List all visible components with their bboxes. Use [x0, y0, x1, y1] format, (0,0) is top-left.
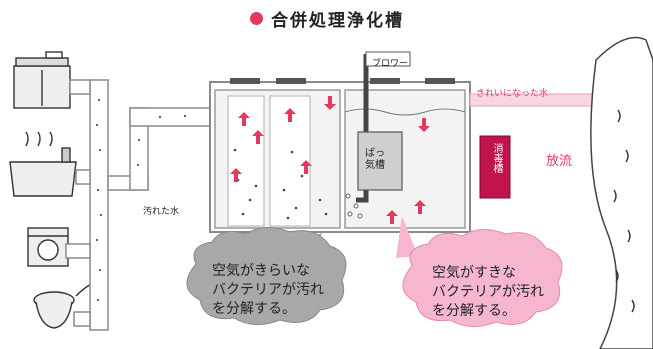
toilet-icon — [33, 283, 97, 329]
blower-pipe — [356, 54, 369, 203]
pipe-dots — [95, 98, 187, 302]
air-bubbles — [345, 193, 363, 219]
clean-water-label: きれいになった水 — [476, 89, 549, 99]
disinfection-tank-label: 消毒槽 — [491, 143, 502, 173]
river-ripples — [613, 109, 635, 313]
flow-arrows — [230, 96, 430, 224]
septic-tank — [209, 78, 471, 233]
discharge-label: 放流 — [546, 154, 573, 169]
title-text: 合併処理浄化槽 — [271, 10, 404, 31]
aeration-media-label: ばっ気槽 — [365, 148, 385, 171]
river-icon — [590, 36, 653, 349]
kitchen-sink-icon — [13, 51, 71, 109]
aerobic-cloud-text: 空気がすきな バクテリアが汚れ を分解する。 — [432, 265, 544, 319]
bathtub-icon — [9, 131, 77, 197]
washing-machine-icon — [27, 227, 69, 267]
disinfection-tank — [479, 135, 511, 199]
blower-label: ブロワー — [372, 59, 409, 69]
aerobic-cloud — [396, 216, 563, 327]
aeration-media-box — [357, 131, 403, 191]
dirty-water-label: 汚れた水 — [143, 207, 180, 217]
household-pipes — [65, 79, 211, 331]
diagram-title: 合併処理浄化槽 — [250, 4, 404, 32]
anaerobic-cloud — [186, 227, 347, 325]
anaerobic-cloud-text: 空気がきらいな バクテリアが汚れ を分解する。 — [212, 263, 324, 317]
title-bullet-icon — [250, 11, 263, 25]
